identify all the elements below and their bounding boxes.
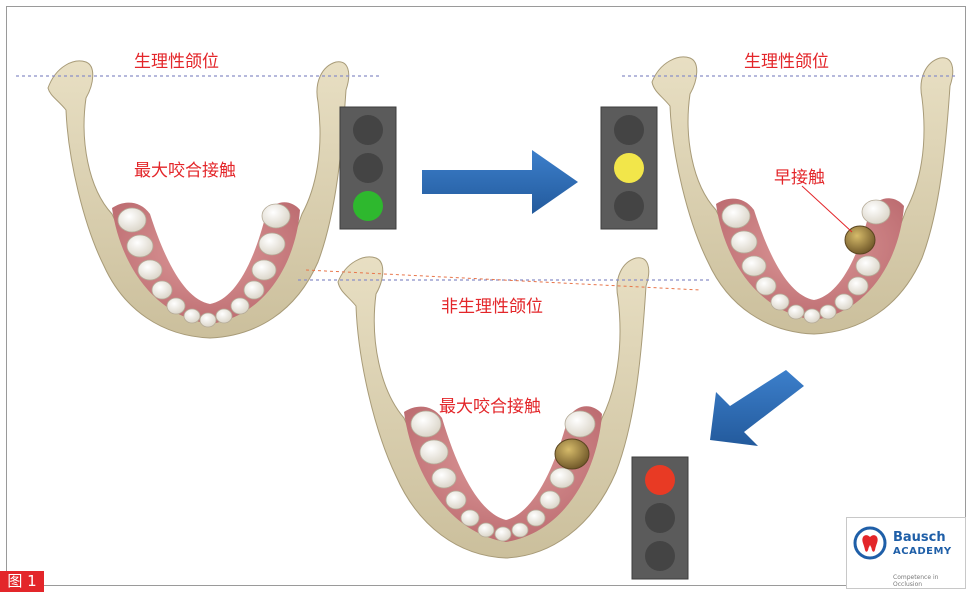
- traffic-light-yellow: [601, 107, 657, 229]
- traffic-light-green: [340, 107, 396, 229]
- jaw-top-left: [48, 61, 349, 338]
- label-physiological-position-right: 生理性颌位: [744, 47, 829, 72]
- lamp-top: [645, 465, 675, 495]
- lamp-middle: [614, 153, 644, 183]
- lamp-bottom: [353, 191, 383, 221]
- arrow-down-left-icon: [710, 370, 804, 446]
- bausch-tooth-logo-icon: [853, 526, 887, 560]
- lamp-middle: [353, 153, 383, 183]
- traffic-light-red: [632, 457, 688, 579]
- lamp-top: [614, 115, 644, 145]
- label-non-physiological-position: 非生理性颌位: [441, 292, 543, 317]
- pointer-line: [802, 186, 852, 232]
- arrow-right-icon: [422, 150, 578, 214]
- label-max-contact-bottom: 最大咬合接触: [439, 392, 541, 417]
- label-premature-contact: 早接触: [774, 163, 825, 188]
- label-max-contact-left: 最大咬合接触: [134, 156, 236, 181]
- logo-brand: Bausch: [893, 530, 946, 545]
- lamp-bottom: [614, 191, 644, 221]
- figure-number-tag: 图 1: [0, 571, 44, 592]
- bausch-academy-logo: Bausch ACADEMY Competence in Occlusion: [846, 517, 966, 589]
- label-physiological-position-left: 生理性颌位: [134, 47, 219, 72]
- lamp-top: [353, 115, 383, 145]
- lamp-bottom: [645, 541, 675, 571]
- lamp-middle: [645, 503, 675, 533]
- jaw-top-right: [652, 57, 953, 334]
- logo-tagline: Competence in Occlusion: [893, 574, 965, 588]
- jaw-bone: [652, 57, 953, 334]
- jaw-bone: [48, 61, 349, 338]
- gold-crown-tooth: [555, 439, 589, 469]
- logo-academy: ACADEMY: [893, 546, 952, 557]
